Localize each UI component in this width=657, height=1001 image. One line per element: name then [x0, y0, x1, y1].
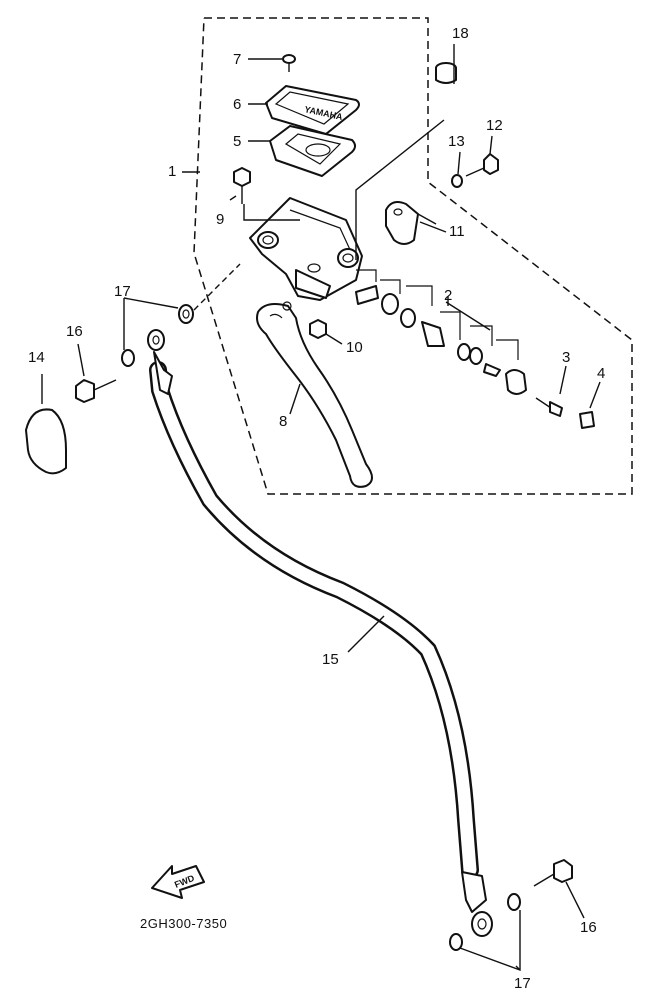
label-part-12: 12 — [486, 117, 503, 134]
part-12-bolt — [465, 153, 499, 177]
label-part-2: 2 — [444, 287, 452, 304]
part-7-screw — [282, 54, 296, 72]
label-part-5: 5 — [233, 133, 241, 150]
label-part-7: 7 — [233, 51, 241, 68]
part-16-bolt-bottom — [533, 859, 573, 887]
label-part-16-bottom: 16 — [580, 919, 597, 936]
label-part-6: 6 — [233, 96, 241, 113]
part-5-diaphragm — [269, 125, 356, 177]
label-part-18: 18 — [452, 25, 469, 42]
part-17-washer-bottom-1 — [449, 933, 463, 951]
part-9-bolt — [233, 167, 251, 204]
label-part-1: 1 — [168, 163, 176, 180]
part-2-piston-kit — [355, 269, 519, 377]
diagram-code: 2GH300-7350 — [140, 916, 227, 931]
part-labels: 1 2 3 4 5 6 7 8 9 10 11 12 13 14 15 16 1… — [28, 25, 605, 992]
part-6-reservoir-cap: YAMAHA — [265, 85, 360, 135]
label-part-8: 8 — [279, 413, 287, 430]
part-16-bolt-top — [75, 349, 135, 403]
part-18-plug — [435, 62, 457, 84]
label-part-14: 14 — [28, 349, 45, 366]
part-17-washer-bottom-2 — [507, 893, 521, 911]
part-13-washer — [451, 174, 463, 188]
label-part-4: 4 — [597, 365, 605, 382]
label-part-3: 3 — [562, 349, 570, 366]
label-part-10: 10 — [346, 339, 363, 356]
part-15-brake-hose — [147, 329, 493, 937]
part-4-cap — [579, 411, 595, 429]
label-part-13: 13 — [448, 133, 465, 150]
label-part-9: 9 — [216, 211, 224, 228]
part-17-washer-top — [178, 304, 194, 324]
part-8-lever — [256, 301, 373, 488]
label-part-17-bottom: 17 — [514, 975, 531, 992]
assembly-boundary — [193, 17, 633, 495]
master-cylinder-body — [249, 197, 363, 301]
label-part-15: 15 — [322, 651, 339, 668]
label-part-16-top: 16 — [66, 323, 83, 340]
leader-lines — [41, 44, 601, 972]
part-3-switch — [535, 397, 563, 417]
fwd-arrow-icon: FWD — [151, 865, 205, 899]
label-part-11: 11 — [449, 223, 465, 240]
label-part-17-top: 17 — [114, 283, 131, 300]
part-10-nut — [309, 319, 327, 339]
part-14-cover — [25, 408, 67, 475]
part-2-boot — [505, 369, 527, 395]
part-11-clamp — [385, 201, 419, 245]
